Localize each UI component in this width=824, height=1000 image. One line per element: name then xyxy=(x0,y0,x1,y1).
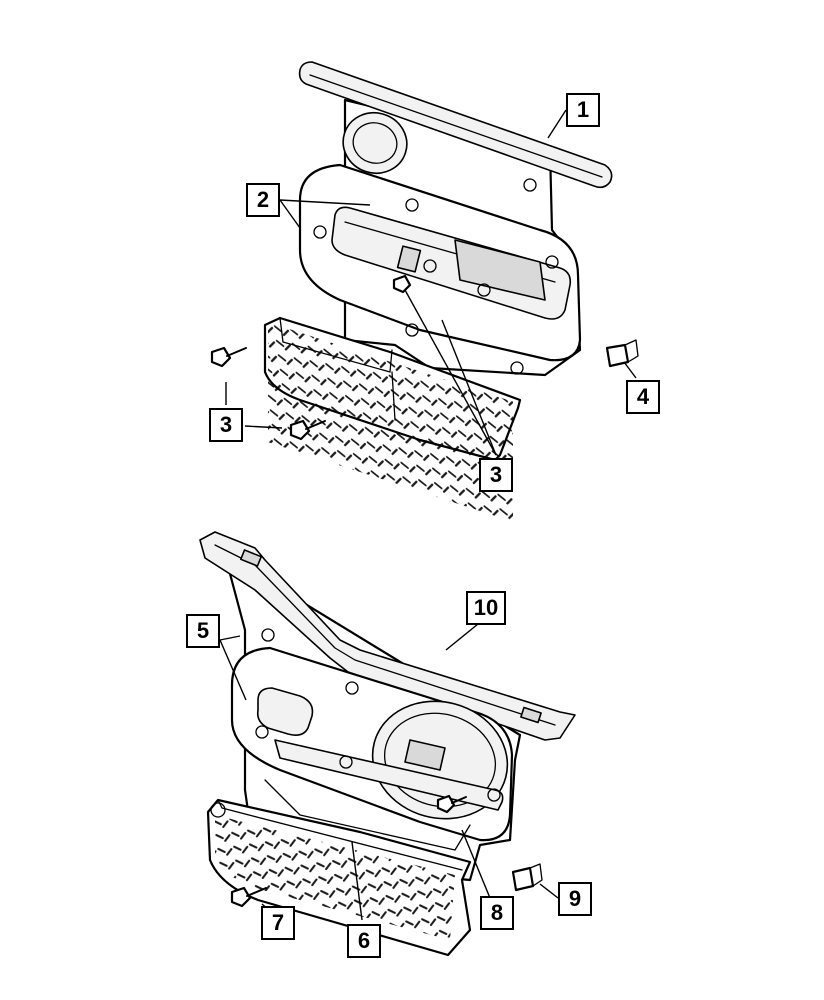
lower-screw xyxy=(230,886,267,908)
lower-door-trim-assembly xyxy=(199,531,576,957)
upper-panel-clips xyxy=(313,178,559,375)
callout-3-right: 3 xyxy=(479,458,513,492)
lower-panel-clips xyxy=(255,628,501,802)
upper-leaders xyxy=(225,109,637,456)
lower-screw-handle xyxy=(436,794,467,814)
upper-screw-handle xyxy=(392,274,412,294)
callout-6: 6 xyxy=(347,924,381,958)
callout-1: 1 xyxy=(566,93,600,127)
lower-armrest xyxy=(274,739,504,811)
callout-5: 5 xyxy=(186,614,220,648)
upper-retainer-clip xyxy=(605,339,639,368)
upper-top-rail xyxy=(298,61,613,189)
lower-retainer-clip xyxy=(511,863,543,892)
callout-4: 4 xyxy=(626,380,660,414)
callout-7: 7 xyxy=(261,906,295,940)
callout-10: 10 xyxy=(466,591,506,625)
callout-3-left: 3 xyxy=(209,408,243,442)
lower-leaders xyxy=(219,623,559,921)
lower-speaker-opening xyxy=(256,687,314,736)
callout-9: 9 xyxy=(558,882,592,916)
upper-screw-bottom xyxy=(289,419,326,441)
upper-door-trim-assembly xyxy=(210,61,639,522)
callout-8: 8 xyxy=(480,896,514,930)
callout-2: 2 xyxy=(246,183,280,217)
lower-top-rail xyxy=(199,531,576,741)
upper-screw-top xyxy=(210,346,247,368)
